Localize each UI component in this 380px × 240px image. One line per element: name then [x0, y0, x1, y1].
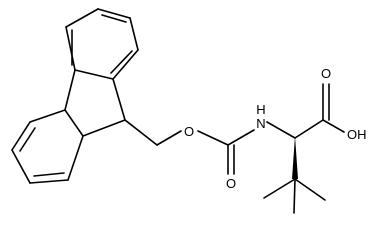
bond: [74, 69, 114, 80]
carbonyl-oxygen-label: O: [226, 176, 236, 191]
bond: [64, 69, 76, 111]
bond: [64, 109, 84, 137]
bond: [263, 178, 296, 199]
acid-carbonyl-oxygen-label: O: [321, 66, 331, 81]
bond: [33, 172, 65, 177]
tert-leucine-core: [263, 83, 345, 214]
bond: [294, 119, 324, 139]
bond: [112, 49, 139, 80]
bond: [322, 119, 345, 133]
bond: [65, 8, 99, 28]
bond: [67, 135, 84, 181]
fluorene-ring-system: [11, 8, 139, 184]
bond: [19, 127, 36, 152]
bond: [124, 119, 158, 146]
bond: [110, 50, 133, 74]
bond: [29, 179, 69, 184]
bond: [29, 109, 66, 123]
bond: [197, 130, 229, 146]
bond: [82, 119, 126, 137]
bond: [101, 14, 127, 23]
bond: [11, 149, 31, 184]
bond: [156, 130, 182, 146]
wedge-bond: [292, 136, 298, 179]
bond: [227, 129, 255, 146]
carbamate-chain: [124, 119, 296, 175]
bond: [112, 78, 126, 121]
bond: [293, 178, 296, 214]
hydroxyl-label: OH: [347, 127, 367, 142]
ester-oxygen-label: O: [184, 124, 194, 139]
bond: [266, 121, 296, 139]
bond: [65, 26, 76, 71]
bond: [294, 178, 326, 201]
bond: [97, 8, 131, 19]
bond: [129, 17, 139, 51]
bond: [11, 121, 31, 151]
